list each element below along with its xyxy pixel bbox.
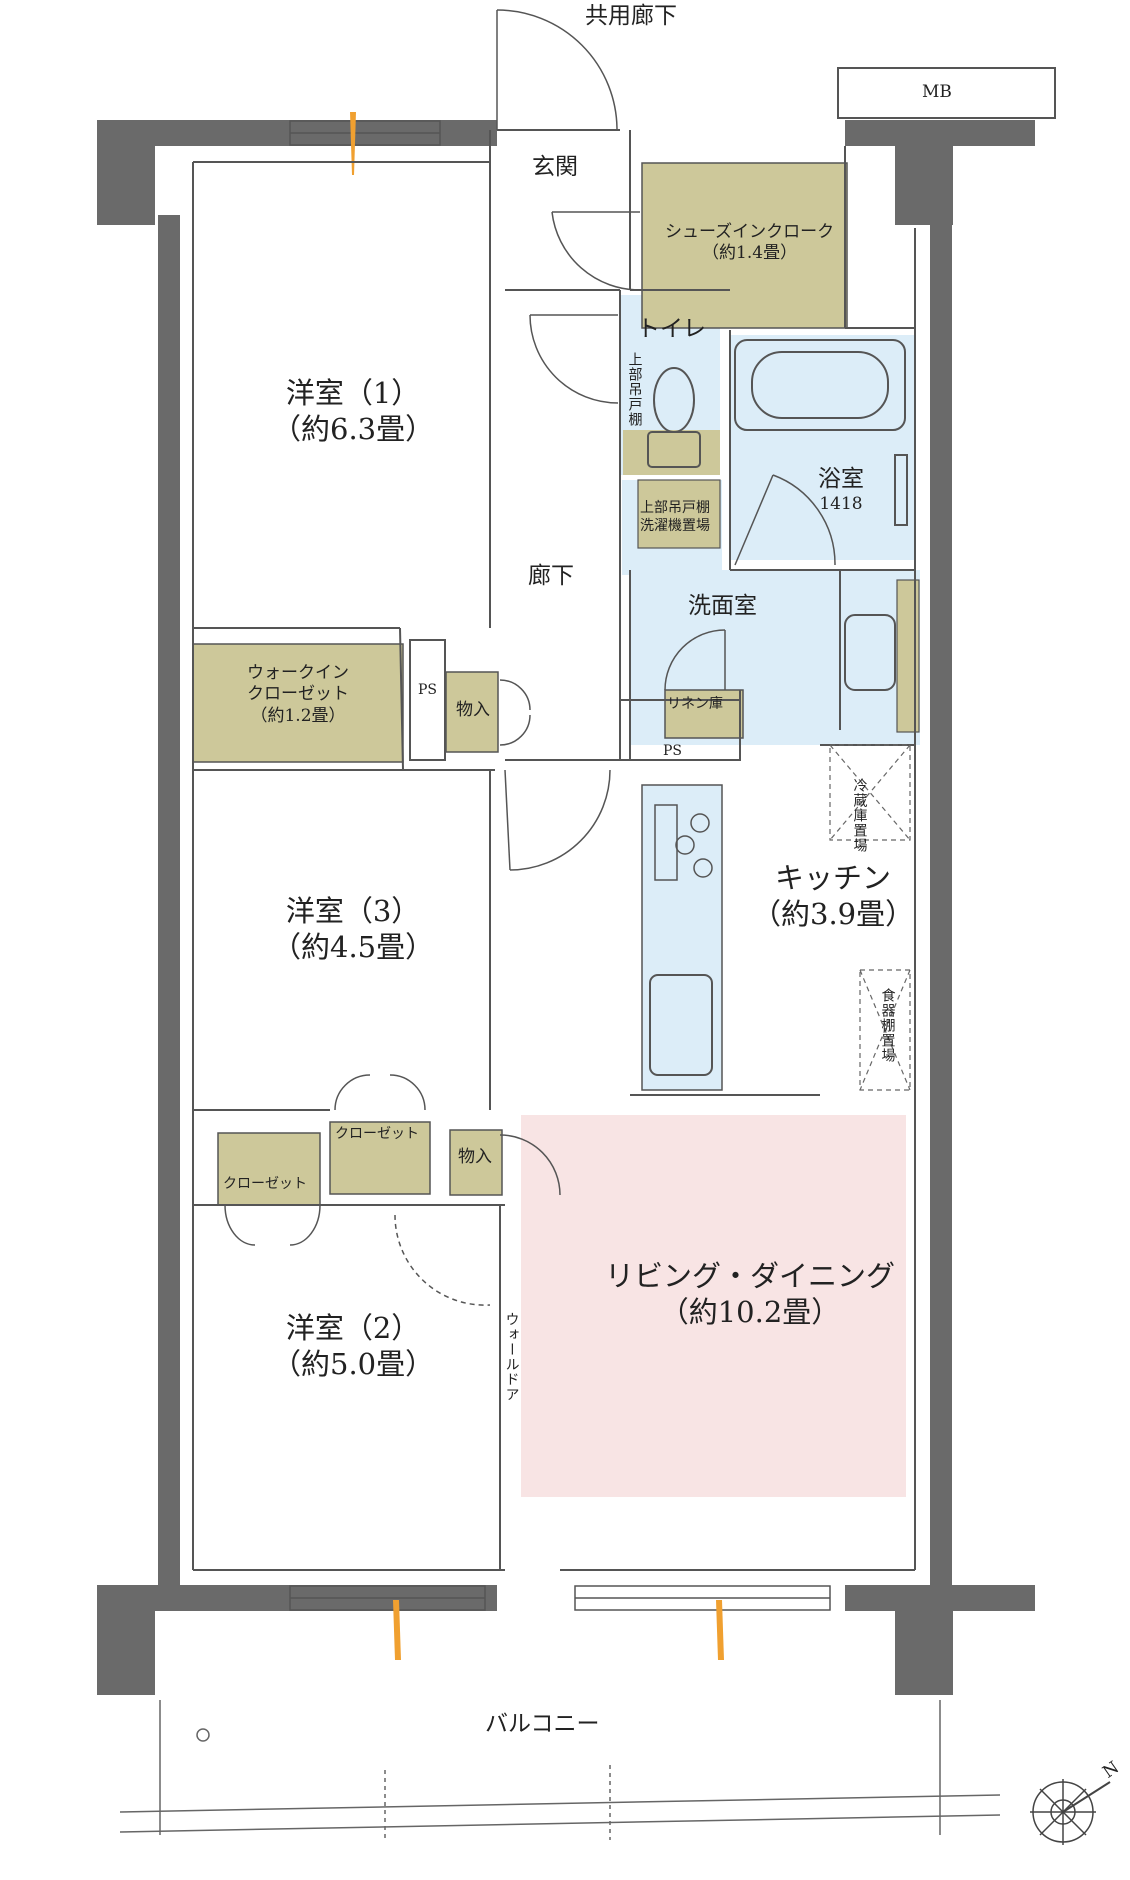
bathtub — [734, 339, 908, 526]
mb-box — [837, 67, 1056, 119]
fridge-space-label: 冷蔵庫置場 — [851, 778, 868, 853]
ps-right-label: PS — [663, 743, 683, 759]
storage-1-area — [445, 671, 499, 753]
toilet-shelf — [623, 430, 720, 475]
common-corridor-label: 共用廊下 — [585, 3, 677, 29]
stove — [654, 804, 713, 881]
interior-walls — [192, 129, 916, 1571]
dish-cabinet-label: 食器棚置場 — [879, 988, 896, 1063]
closet-lower-label: クローゼット — [223, 1176, 307, 1192]
kitchen-sink — [649, 974, 713, 1076]
mb-label: MB — [922, 82, 952, 102]
shoes-in-cloak-area — [641, 162, 848, 329]
compass-icon — [1030, 1779, 1111, 1845]
ps-left-label: PS — [418, 682, 438, 698]
western-room-1-label: 洋室（1） （約6.3畳） — [272, 376, 435, 447]
bathroom-label: 浴室 1418 — [818, 466, 864, 514]
kitchen-counter — [641, 784, 723, 1091]
toilet-fixture — [647, 367, 701, 468]
living-dining-label: リビング・ダイニング （約10.2畳） — [605, 1259, 896, 1330]
balcony-label: バルコニー — [485, 1711, 600, 1737]
shoes-in-cloak-label: シューズインクローク （約1.4畳） — [665, 222, 835, 264]
laundry-label: 上部吊戸棚 洗濯機置場 — [640, 500, 710, 534]
closet-lower-area — [217, 1132, 321, 1206]
washroom-cabinet — [896, 579, 920, 733]
storage-2-area — [449, 1129, 503, 1196]
walk-in-closet-label: ウォークイン クローゼット （約1.2畳） — [247, 663, 349, 726]
linen-area — [664, 689, 744, 739]
living-dining-area — [521, 1115, 906, 1497]
walk-in-closet-area — [192, 643, 404, 763]
closet-upper-area — [329, 1121, 431, 1195]
washroom-label: 洗面室 — [688, 593, 757, 619]
upper-cabinet-label: 上部吊戸棚 — [626, 352, 643, 427]
wall-door-label: ウォールドア — [503, 1312, 520, 1402]
corridor-label: 廊下 — [528, 563, 574, 589]
linen-label: リネン庫 — [667, 696, 723, 712]
closet-upper-label: クローゼット — [335, 1126, 419, 1142]
toilet-label: トイレ — [637, 316, 706, 342]
balcony-railing — [119, 1700, 1001, 1840]
kitchen-label: キッチン （約3.9畳） — [752, 861, 915, 932]
window-accents — [350, 112, 724, 1660]
washbasin — [844, 614, 896, 691]
storage-1-label: 物入 — [456, 700, 490, 720]
storage-2-label: 物入 — [458, 1147, 492, 1167]
bathroom-area — [730, 335, 915, 560]
door-swings — [224, 9, 836, 1306]
western-room-2-label: 洋室（2） （約5.0畳） — [272, 1311, 435, 1382]
entrance-label: 玄関 — [532, 154, 578, 180]
windows — [289, 120, 831, 1611]
appliance-spaces — [829, 744, 911, 1091]
laundry-box — [637, 479, 721, 549]
western-room-3-label: 洋室（3） （約4.5畳） — [272, 894, 435, 965]
